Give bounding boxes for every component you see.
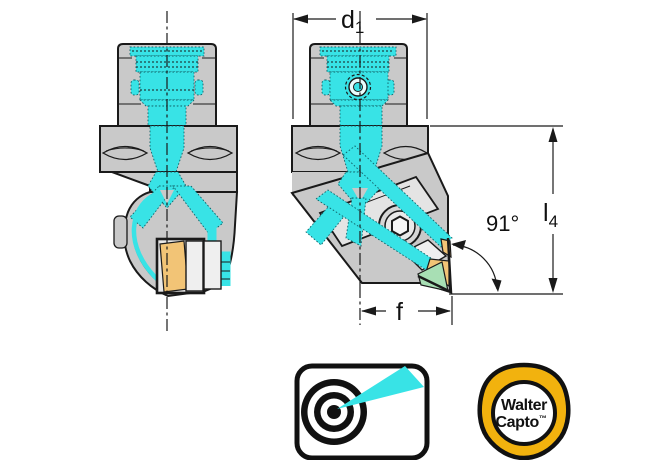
coolant-port-icon — [344, 73, 372, 101]
side-coolant-branches — [305, 145, 453, 280]
dimension-label-f: f — [396, 298, 403, 326]
side-flange-slot-left — [294, 145, 342, 161]
dimension-angle-91: 91° — [451, 211, 519, 292]
capto-logo-line1: Walter — [501, 397, 547, 414]
front-flange-slot-right — [186, 145, 234, 161]
front-clamp-ear — [113, 215, 128, 249]
dimensions: d1 l4 f 91° — [292, 6, 563, 326]
walter-capto-logo: Walter Capto™ — [477, 362, 571, 460]
dimension-label-l4: l4 — [543, 199, 558, 231]
side-coupling-coolant — [319, 46, 397, 127]
capto-logo-line2: Capto™ — [496, 414, 547, 431]
front-flange-slot-left — [101, 145, 149, 161]
side-view — [290, 11, 453, 294]
dimension-d1: d1 — [292, 6, 428, 119]
dimension-label-d1: d1 — [341, 6, 364, 37]
front-insert — [159, 240, 189, 293]
dimension-f: f — [359, 286, 453, 326]
side-insert-tip — [417, 237, 453, 294]
coolant-beam — [337, 366, 424, 409]
angle-label: 91° — [486, 211, 519, 236]
dimension-l4: l4 — [430, 125, 563, 295]
front-view — [99, 11, 239, 331]
precision-coolant-icon — [294, 363, 430, 460]
